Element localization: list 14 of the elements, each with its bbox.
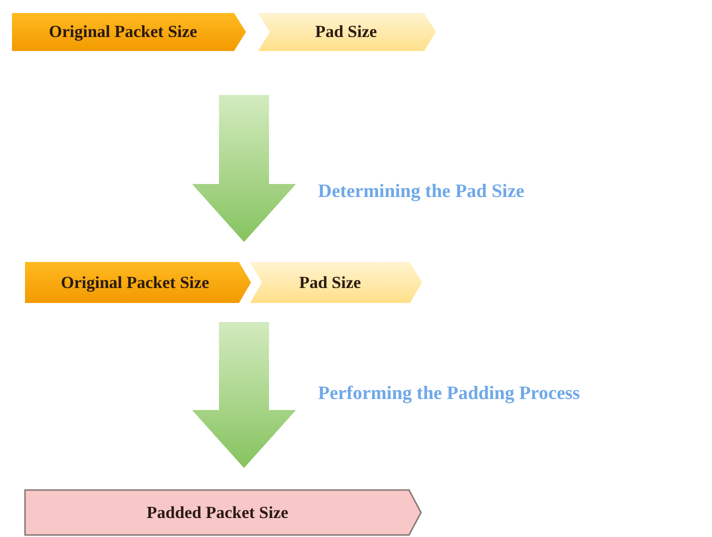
chevron-box xyxy=(250,262,422,303)
edge-label: Performing the Padding Process xyxy=(318,383,580,405)
box-label: Pad Size xyxy=(314,21,378,43)
box-label: Original Packet Size xyxy=(48,21,198,43)
block-arrow xyxy=(192,322,296,468)
block-arrow xyxy=(192,95,296,242)
chevron-box xyxy=(258,13,436,51)
chevron-box xyxy=(12,13,246,51)
edge-label: Determining the Pad Size xyxy=(318,181,524,203)
box-label: Padded Packet Size xyxy=(146,502,290,524)
box-label: Original Packet Size xyxy=(60,272,210,294)
chevron-box xyxy=(25,262,251,303)
chevron-box xyxy=(25,490,421,535)
box-label: Pad Size xyxy=(298,272,362,294)
